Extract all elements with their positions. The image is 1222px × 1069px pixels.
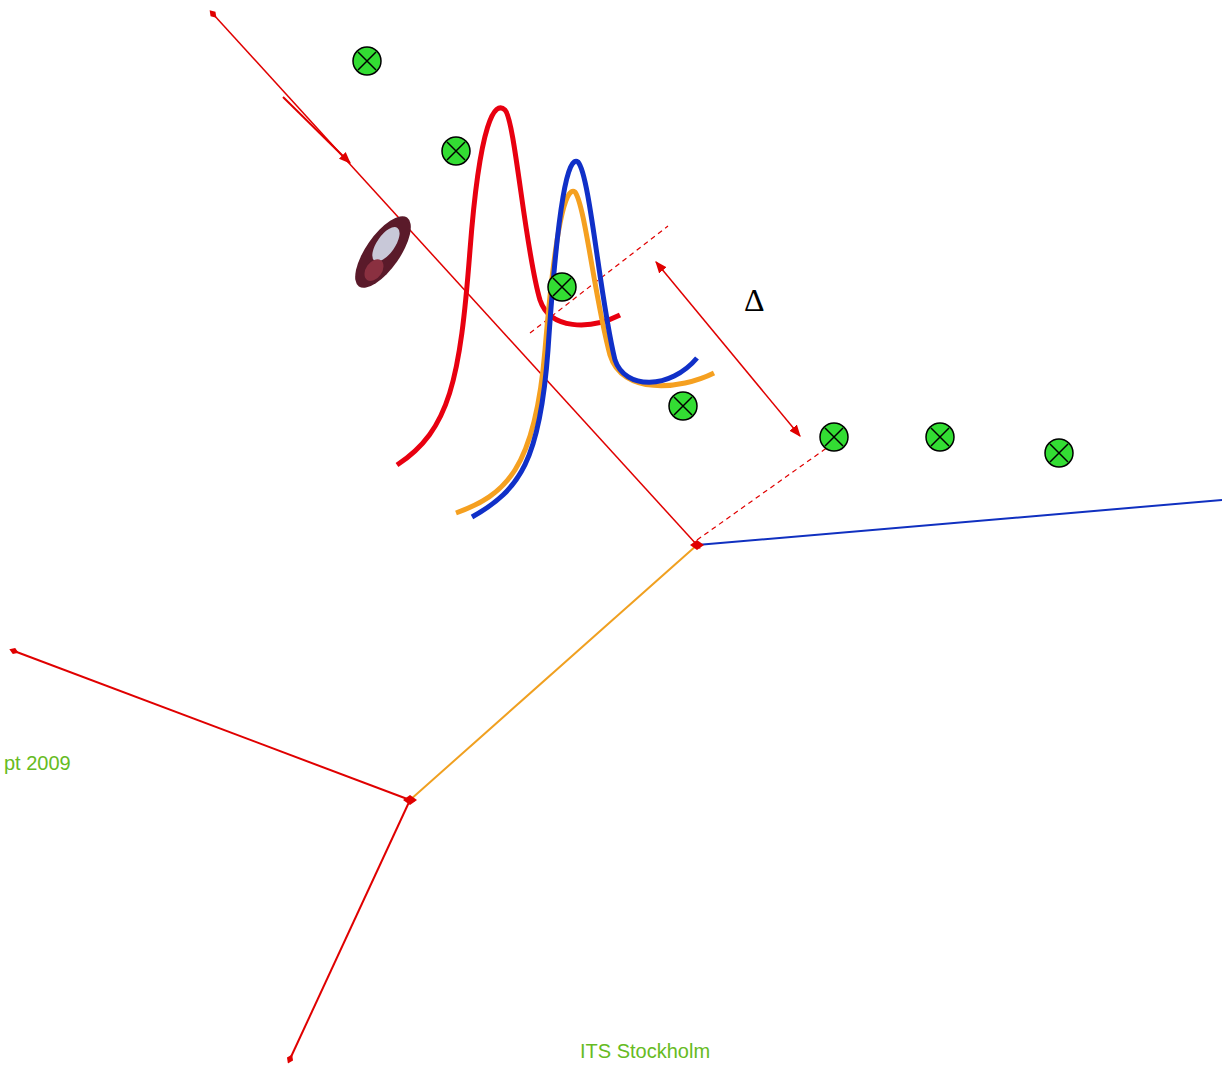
dimension-arrow [656, 262, 800, 436]
density-curve [397, 108, 620, 465]
density-curve [456, 191, 714, 513]
node-marker [403, 795, 417, 805]
dimension-line [697, 447, 828, 540]
road-link [14, 651, 410, 800]
road-link [213, 14, 697, 545]
dimension-symbol: Δ [744, 282, 765, 319]
date-note: pt 2009 [4, 752, 71, 775]
road-link [410, 545, 697, 800]
direction-arrow [283, 97, 350, 163]
road-link [697, 500, 1222, 545]
road-link [290, 800, 410, 1059]
car-icon [345, 208, 421, 296]
footer-note: ITS Stockholm [580, 1040, 710, 1063]
density-curve [472, 161, 697, 517]
node-marker [690, 540, 704, 550]
